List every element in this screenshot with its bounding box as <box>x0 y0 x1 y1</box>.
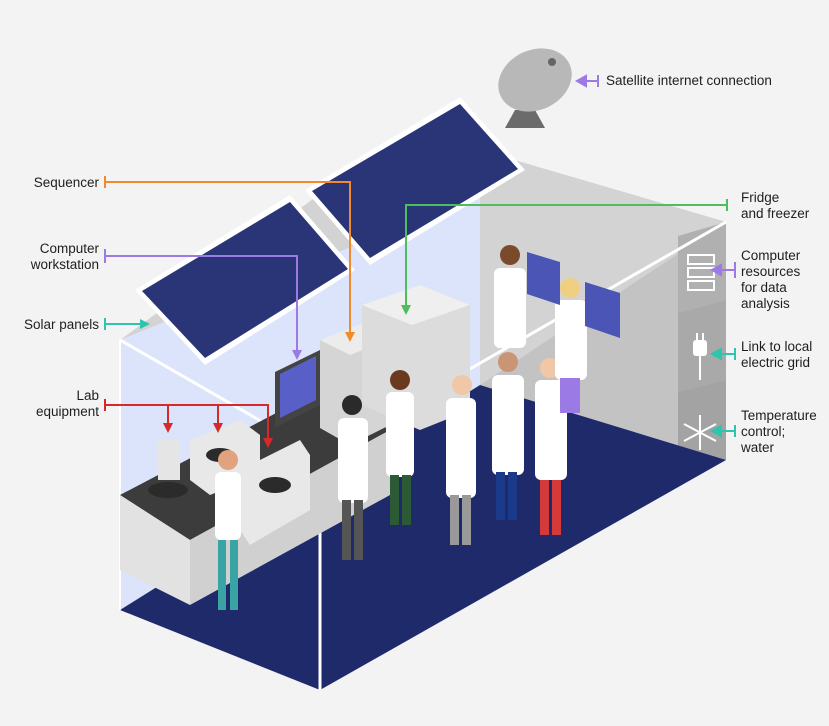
leader-resources <box>709 262 736 278</box>
label-link-grid: Link to local electric grid <box>741 339 813 370</box>
label-computer-workstation: Computer workstation <box>30 241 99 272</box>
label-computer-resources: Computer resources for data analysis <box>741 248 801 311</box>
wall-display-left <box>527 252 560 305</box>
leader-grid <box>709 347 736 361</box>
label-solar-panels: Solar panels <box>23 317 99 332</box>
leader-sequencer <box>104 176 355 342</box>
solar-panel-left <box>135 195 355 365</box>
server-icon <box>687 254 715 291</box>
snowflake-icon <box>683 415 717 450</box>
container-roof <box>120 150 726 385</box>
label-satellite: Satellite internet connection <box>606 73 772 88</box>
leader-satellite <box>574 74 599 88</box>
label-sequencer: Sequencer <box>33 175 99 190</box>
label-fridge: Fridge and freezer <box>741 190 810 221</box>
scientists <box>215 245 587 610</box>
leader-solar <box>104 318 150 330</box>
plug-icon <box>693 333 707 380</box>
container-floor <box>120 385 726 690</box>
leader-workstation <box>104 249 302 360</box>
satellite-dish-icon <box>498 48 572 128</box>
wall-display-right <box>585 282 620 338</box>
solar-panel-right <box>305 97 525 265</box>
label-lab-equipment: Lab equipment <box>35 388 99 419</box>
leader-fridge <box>401 199 728 315</box>
label-temperature: Temperature control; water <box>741 408 817 455</box>
leader-temperature <box>709 424 736 438</box>
leader-lab-equipment <box>104 399 273 448</box>
computer-workstation <box>275 350 320 428</box>
